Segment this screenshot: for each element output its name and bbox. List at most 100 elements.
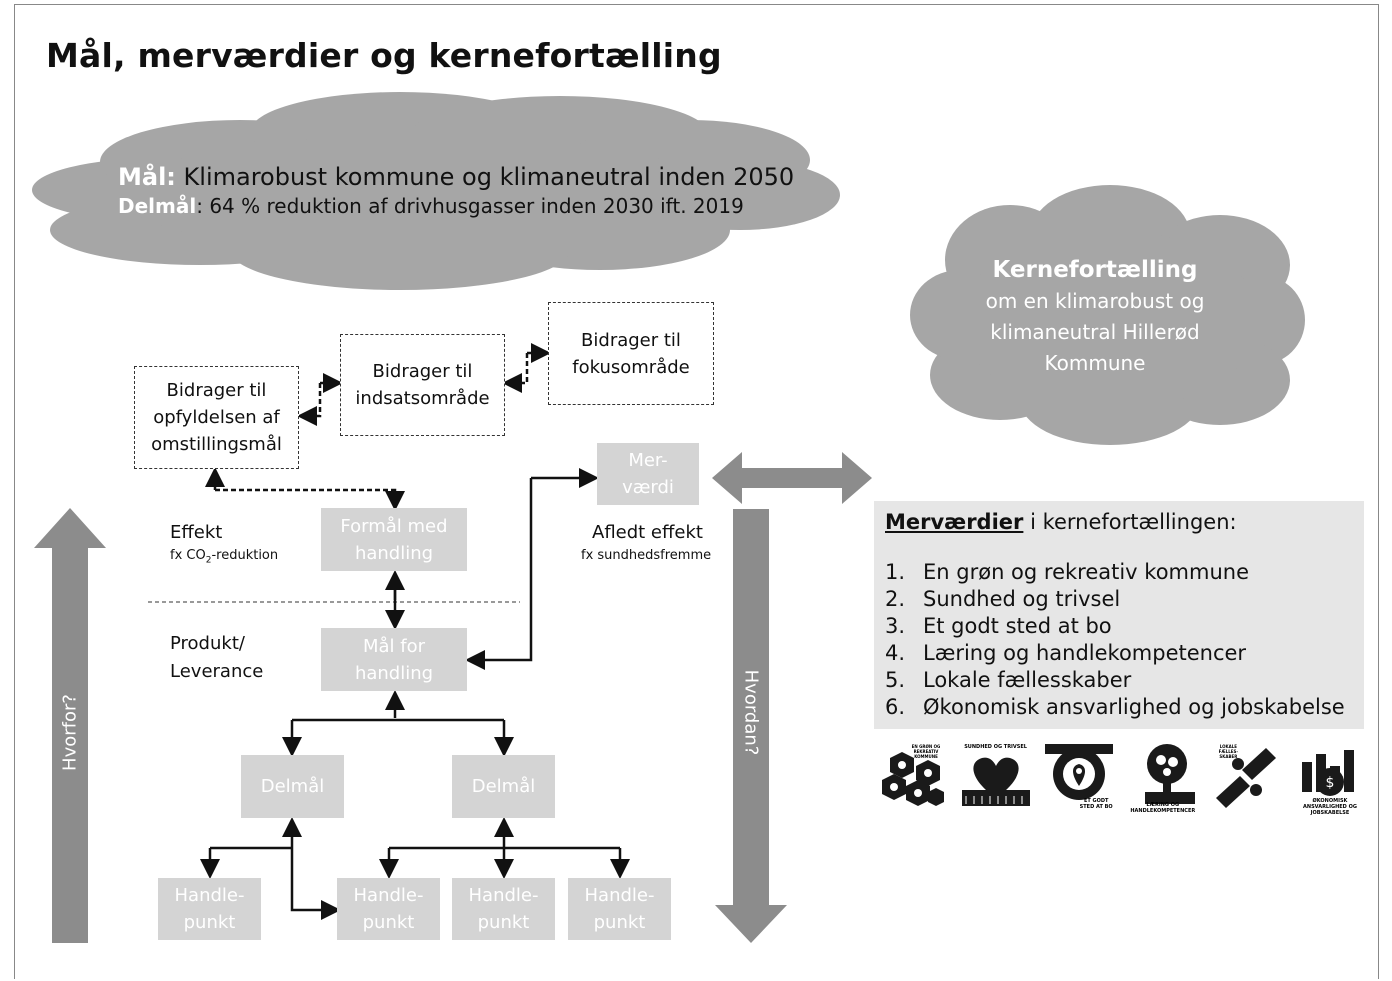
box-handlepunkt: Handle-punkt	[337, 878, 440, 940]
label-effekt-sub: fx CO2-reduktion	[170, 548, 278, 566]
page-frame	[14, 4, 1379, 979]
box-line: Handle-	[174, 885, 245, 906]
list-item: 2.Sundhed og trivsel	[885, 586, 1353, 613]
mervaerdi-icons: EN GRØN OG REKREATIV KOMMUNE SUNDHED OG …	[876, 740, 1366, 816]
box-fokusomraade: Bidrager til fokusområde	[548, 302, 714, 405]
label-afledt-sub: fx sundhedsfremme	[581, 548, 712, 563]
label-produkt: Produkt/	[170, 633, 245, 654]
box-omstillingsmaal: Bidrager til opfyldelsen af omstillingsm…	[134, 366, 299, 469]
box-line: omstillingsmål	[151, 434, 282, 455]
box-indsatsomraade: Bidrager til indsatsområde	[340, 334, 505, 436]
good-place-icon: ET GODT STED AT BO	[1043, 740, 1115, 812]
community-icon: LOKALE FÆLLES-SKABER	[1210, 740, 1282, 812]
box-line: Mål for	[362, 635, 426, 657]
icon-caption: ET GODT STED AT BO	[1079, 798, 1113, 810]
box-line: Bidrager til	[372, 361, 473, 382]
icon-caption: LÆRING OG HANDLEKOMPETENCER	[1130, 802, 1196, 814]
box-delmaal-left: Delmål	[241, 755, 344, 818]
goal-value: Klimarobust kommune og klimaneutral inde…	[183, 163, 795, 191]
story-cloud	[910, 185, 1305, 445]
box-line: Handle-	[584, 885, 655, 906]
icon-caption: ØKONOMISK ANSVARLIGHED OG JOBSKABELSE	[1303, 798, 1357, 816]
box-delmaal-right: Delmål	[452, 755, 555, 818]
story-line-2: klimaneutral Hillerød	[990, 320, 1200, 344]
learning-icon: LÆRING OG HANDLEKOMPETENCER	[1127, 740, 1199, 814]
item-number: 1.	[885, 560, 906, 584]
box-mervaerdi: Mer-værdi	[597, 443, 699, 505]
box-line: fokusområde	[572, 356, 690, 378]
item-text: En grøn og rekreativ kommune	[923, 560, 1250, 584]
box-line: Handle-	[353, 885, 424, 906]
box-line: punkt	[183, 912, 236, 933]
economy-icon: $ ØKONOMISK ANSVARLIGHED OG JOBSKABELSE	[1294, 740, 1366, 816]
box-line: handling	[354, 542, 434, 564]
item-text: Læring og handlekompetencer	[923, 641, 1247, 665]
list-item: 3. Et godt sted at bo	[885, 613, 1353, 640]
mervaerdier-list: 1. En grøn og rekreativ kommune 2.Sundhed…	[885, 559, 1353, 721]
list-item: 6. Økonomisk ansvarlighed og jobskabelse	[885, 694, 1353, 721]
hvorfor-arrow	[34, 508, 106, 943]
label-afledt: Afledt effekt	[592, 522, 703, 543]
health-icon: SUNDHED OG TRIVSEL	[960, 740, 1032, 812]
box-line: Bidrager til	[581, 329, 681, 351]
box-line: Delmål	[471, 776, 536, 797]
mervaerdier-panel: Merværdier i kernefortællingen: 1. En grø…	[874, 501, 1364, 729]
svg-text:$: $	[1326, 775, 1335, 791]
item-number: 5.	[885, 668, 906, 692]
panel-heading: Merværdier i kernefortællingen:	[885, 505, 1353, 539]
story-line-1: om en klimarobust og	[985, 289, 1205, 313]
item-text: Økonomisk ansvarlighed og jobskabelse	[923, 695, 1345, 719]
box-line: handling	[354, 662, 434, 684]
list-item: 5. Lokale fællesskaber	[885, 667, 1353, 694]
box-handlepunkt: Handle-punkt	[158, 878, 261, 940]
item-text: Et godt sted at bo	[923, 614, 1112, 638]
label-hvorfor: Hvorfor?	[59, 694, 81, 771]
icon-caption: SUNDHED OG TRIVSEL	[964, 744, 1027, 750]
item-text: Lokale fællesskaber	[923, 668, 1132, 692]
box-line: Delmål	[260, 776, 325, 797]
sub-text: -reduktion	[211, 548, 279, 563]
goal-cloud	[32, 92, 840, 290]
box-line: værdi	[622, 477, 674, 498]
box-formaal: Formål med handling	[321, 508, 467, 571]
goal-text: Mål: Klimarobust kommune og klimaneutral…	[118, 162, 794, 192]
list-item: 4. Læring og handlekompetencer	[885, 640, 1353, 667]
box-handlepunkt: Handle-punkt	[452, 878, 555, 940]
box-line: Handle-	[468, 885, 539, 906]
page-title: Mål, merværdier og kernefortælling	[46, 36, 722, 75]
item-number: 3.	[885, 614, 906, 638]
story-text: Kernefortælling om en klimarobust og kli…	[930, 255, 1260, 379]
panel-heading-bold: Merværdier	[885, 510, 1024, 534]
green-recreation-icon: EN GRØN OG REKREATIV KOMMUNE	[876, 740, 948, 812]
story-line-3: Kommune	[1044, 351, 1146, 375]
subgoal-value: : 64 % reduktion af drivhusgasser inden …	[196, 194, 744, 218]
story-heading: Kernefortælling	[992, 257, 1198, 283]
goal-label: Mål:	[118, 163, 176, 191]
item-number: 2.	[885, 587, 906, 611]
box-line: punkt	[593, 912, 646, 933]
list-item: 1. En grøn og rekreativ kommune	[885, 559, 1353, 586]
item-number: 4.	[885, 641, 906, 665]
box-line: Bidrager til	[166, 380, 267, 401]
box-line: opfyldelsen af	[153, 407, 280, 428]
box-line: Formål med	[340, 515, 448, 537]
sub-index: 2	[205, 555, 212, 566]
icon-caption: EN GRØN OG REKREATIV KOMMUNE	[911, 744, 941, 759]
double-arrow	[712, 452, 872, 504]
hvordan-arrow	[715, 509, 787, 943]
box-line: punkt	[362, 912, 415, 933]
icon-caption: LOKALE FÆLLES-SKABER	[1218, 744, 1239, 759]
label-hvordan: Hvordan?	[740, 669, 762, 756]
box-line: punkt	[477, 912, 530, 933]
box-line: indsatsområde	[355, 388, 490, 409]
label-leverance: Leverance	[170, 661, 264, 682]
label-effekt: Effekt	[170, 522, 223, 543]
sub-text: fx CO	[170, 548, 206, 563]
subgoal-label: Delmål	[118, 194, 197, 218]
panel-heading-rest: i kernefortællingen:	[1023, 510, 1237, 534]
item-number: 6.	[885, 695, 906, 719]
subgoal-text: Delmål: 64 % reduktion af drivhusgasser …	[118, 191, 744, 221]
box-maal: Mål for handling	[321, 628, 467, 691]
box-line: Mer-	[628, 450, 668, 471]
